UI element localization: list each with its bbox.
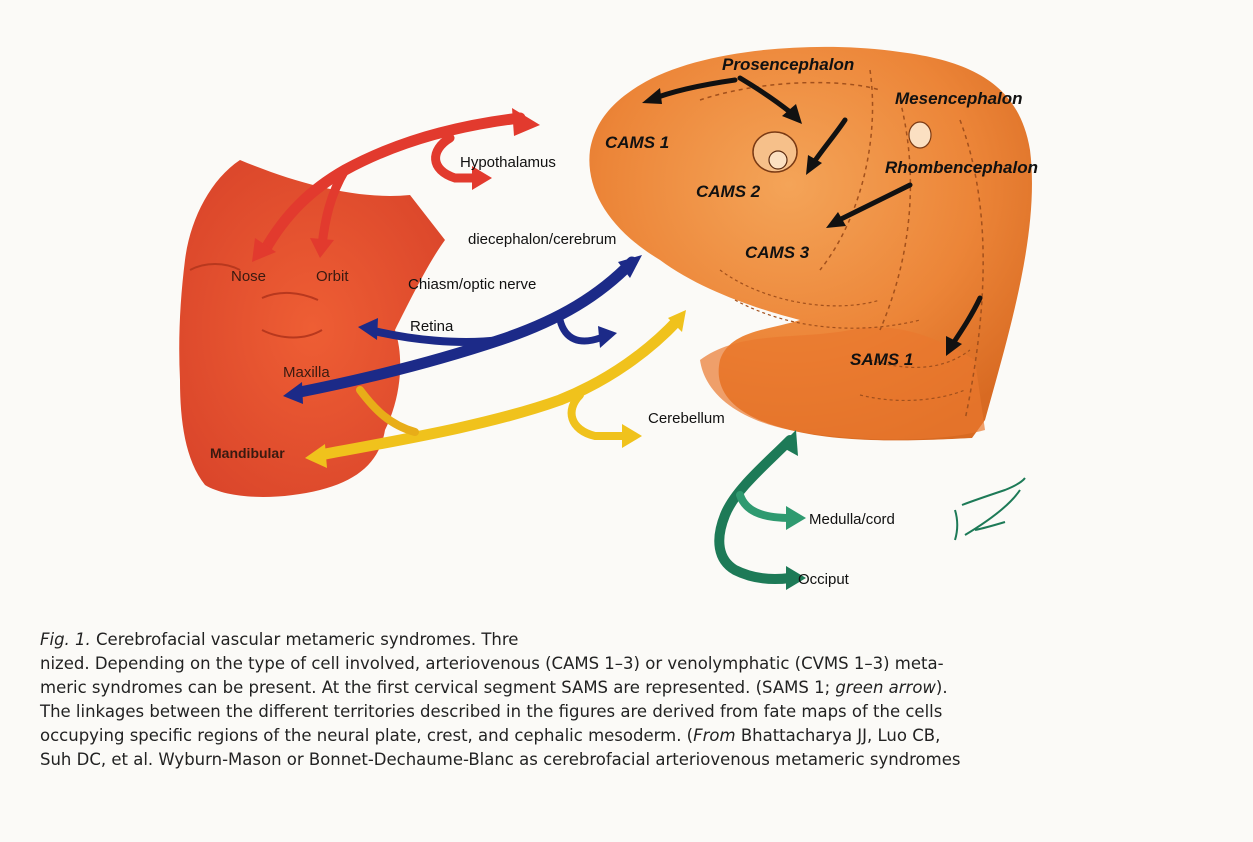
label-nose: Nose bbox=[231, 268, 266, 285]
label-occiput: Occiput bbox=[798, 571, 850, 588]
figure-caption: Fig. 1. Cerebrofacial vascular metameric… bbox=[40, 628, 1170, 772]
caption-text: occupying specific regions of the neural… bbox=[40, 726, 693, 745]
label-retina: Retina bbox=[410, 318, 454, 335]
caption-text: meric syndromes can be present. At the f… bbox=[40, 678, 835, 697]
label-mandibular: Mandibular bbox=[210, 445, 285, 461]
caption-text: Bhattacharya JJ, Luo CB, bbox=[736, 726, 941, 745]
label-sams1: SAMS 1 bbox=[850, 350, 913, 369]
label-cams1: CAMS 1 bbox=[605, 133, 669, 152]
caption-line-2: nized. Depending on the type of cell inv… bbox=[40, 652, 1170, 676]
label-cams2: CAMS 2 bbox=[696, 182, 761, 201]
caption-line-6: Suh DC, et al. Wyburn-Mason or Bonnet-De… bbox=[40, 748, 1170, 772]
caption-line-5: occupying specific regions of the neural… bbox=[40, 724, 1170, 748]
label-orbit: Orbit bbox=[316, 268, 349, 285]
caption-text: ). bbox=[936, 678, 948, 697]
label-cams3: CAMS 3 bbox=[745, 243, 810, 262]
label-hypothalamus: Hypothalamus bbox=[460, 154, 556, 171]
label-mesencephalon: Mesencephalon bbox=[895, 89, 1023, 108]
caption-fig-label: Fig. 1. bbox=[40, 630, 91, 649]
caption-line-1: Fig. 1. Cerebrofacial vascular metameric… bbox=[40, 628, 1170, 652]
signature bbox=[955, 478, 1025, 540]
label-prosencephalon: Prosencephalon bbox=[722, 55, 854, 74]
caption-text: Cerebrofacial vascular metameric syndrom… bbox=[91, 630, 519, 649]
label-diecephalon: diecephalon/cerebrum bbox=[468, 231, 616, 248]
label-rhombencephalon: Rhombencephalon bbox=[885, 158, 1038, 177]
caption-line-4: The linkages between the different terri… bbox=[40, 700, 1170, 724]
caption-italic: green arrow bbox=[835, 678, 936, 697]
caption-line-3: meric syndromes can be present. At the f… bbox=[40, 676, 1170, 700]
label-cerebellum: Cerebellum bbox=[648, 410, 725, 427]
caption-italic: From bbox=[693, 726, 735, 745]
label-chiasm: Chiasm/optic nerve bbox=[408, 276, 536, 293]
label-maxilla: Maxilla bbox=[283, 364, 330, 381]
label-medulla: Medulla/cord bbox=[809, 511, 895, 528]
green-arrow-group bbox=[719, 430, 806, 590]
